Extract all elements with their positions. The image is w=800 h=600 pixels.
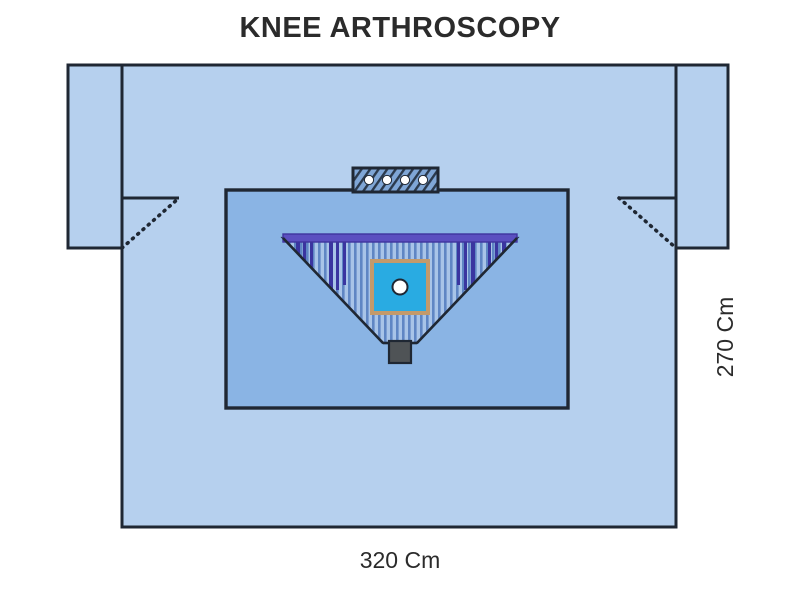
right-fold-dotted-line — [617, 196, 678, 250]
fenestration-film — [370, 259, 430, 315]
left-fold-dotted-line — [120, 196, 181, 250]
tab-hole-1 — [363, 174, 375, 186]
right-fold-notch — [617, 196, 678, 250]
right-arm-wing — [674, 63, 730, 250]
tab-hole-4 — [417, 174, 429, 186]
tab-hole-2 — [381, 174, 393, 186]
page-title: KNEE ARTHROSCOPY — [239, 12, 561, 44]
left-arm-wing — [66, 63, 124, 250]
pouch-top-band — [282, 233, 518, 243]
left-fold-notch — [120, 196, 181, 250]
tab-hole-3 — [399, 174, 411, 186]
adhesive-fenestration-window — [370, 259, 430, 315]
fenestration-opening — [391, 278, 409, 296]
height-dimension-label: 270 Cm — [712, 296, 738, 378]
instrument-pouch-tab — [351, 166, 440, 194]
fluid-outlet-port — [387, 339, 413, 365]
width-dimension-label: 320 Cm — [359, 547, 441, 573]
